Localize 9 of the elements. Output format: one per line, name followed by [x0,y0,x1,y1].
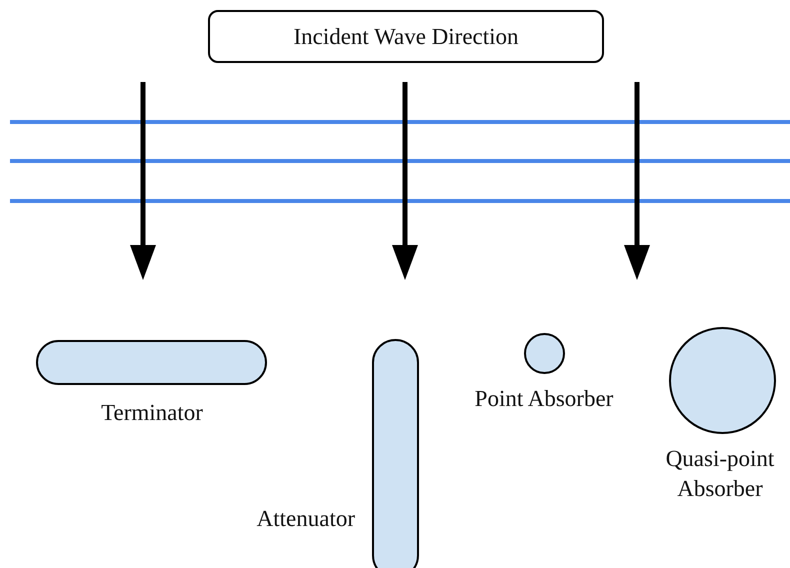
shape-caption: Quasi-point Absorber [664,445,776,503]
circle-shape [524,333,565,374]
shape-caption: Attenuator [256,505,355,533]
shape-caption: Point Absorber [474,385,614,413]
capsule-shape [36,340,267,385]
label-box [208,10,604,63]
box-label: Incident Wave Direction [293,24,519,50]
shape-caption: Terminator [100,399,204,427]
capsule-shape [372,339,419,568]
